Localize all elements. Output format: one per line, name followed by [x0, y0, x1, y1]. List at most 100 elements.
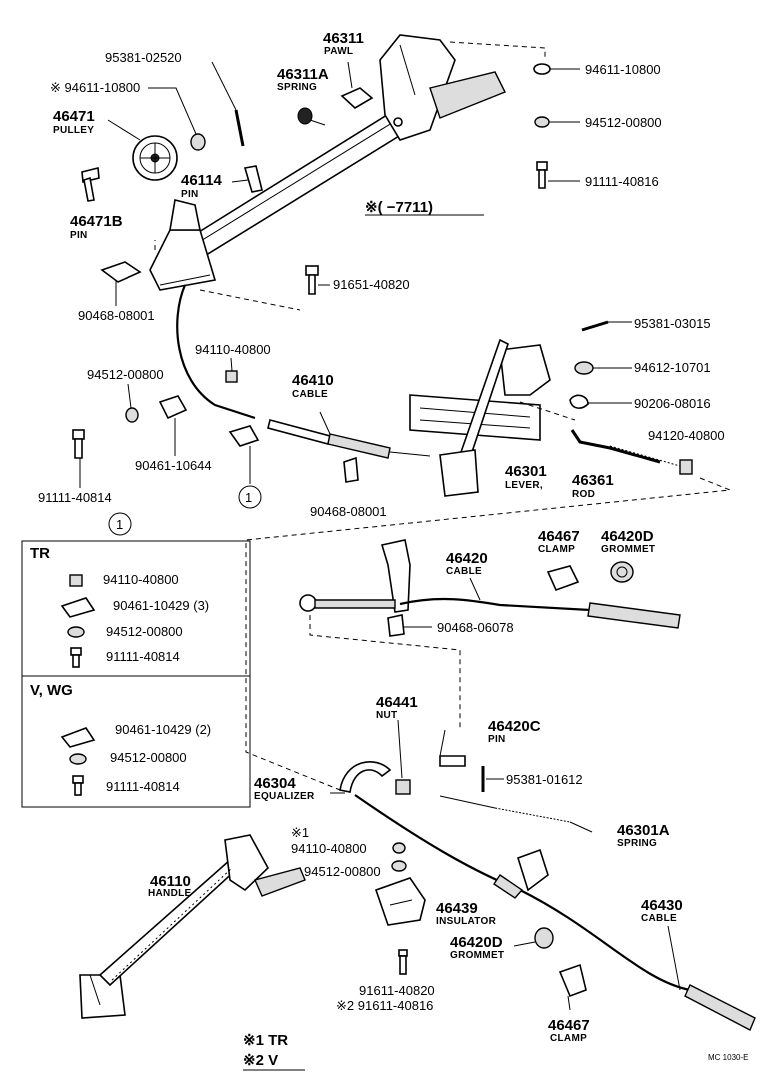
clip-circle-ref	[228, 425, 262, 509]
label-90206-08016: 90206-08016	[634, 396, 711, 411]
label-46301-num: 46301	[505, 463, 547, 480]
insulator-46439	[374, 877, 426, 926]
label-46471-num: 46471	[53, 108, 95, 125]
washer-94612-10701	[574, 361, 632, 375]
clamp-90461-10644	[158, 395, 188, 456]
label-94110-40800-note1: 94110-40800	[291, 841, 367, 856]
label-95381-02520: 95381-02520	[105, 50, 182, 65]
label-46311-num: 46311	[323, 30, 364, 47]
label-serial-note: ※( −7711)	[365, 199, 433, 216]
inset-tr-item-3: 94512-00800	[106, 624, 183, 639]
pawl-part	[340, 61, 374, 109]
label-46311A-num: 46311A	[277, 66, 329, 83]
clamp-46467-low	[558, 963, 587, 1011]
labels: 46311 PAWL 95381-02520 ※ 94611-10800 463…	[30, 30, 748, 1071]
label-46439-name: INSULATOR	[436, 916, 497, 927]
label-46467-low-num: 46467	[548, 1017, 590, 1034]
inset-vwg-item-1: 90461-10429 (2)	[115, 722, 211, 737]
inset-vwg-item-3: 91111-40814	[106, 779, 180, 794]
label-46420C-num: 46420C	[488, 718, 541, 735]
label-46467-top-name: CLAMP	[538, 544, 575, 555]
clip-90468-08001-b	[343, 456, 359, 483]
dash-bolt-91651	[199, 289, 301, 311]
label-46430-name: CABLE	[641, 913, 677, 924]
handle-46110	[79, 834, 306, 1019]
label-46301-name: LEVER,	[505, 480, 543, 491]
label-94611-10800: 94611-10800	[585, 62, 661, 77]
label-46311-name: PAWL	[324, 46, 353, 57]
nut-94110-40800	[225, 357, 238, 383]
nut-46441	[395, 719, 411, 795]
label-94512-00800-low: 94512-00800	[304, 864, 381, 879]
cable-46430	[354, 794, 756, 1031]
label-46410-num: 46410	[292, 372, 334, 389]
dash-to-equalizer	[245, 477, 731, 791]
label-46420D-low-name: GROMMET	[450, 950, 504, 961]
grommet-46420D-top	[610, 561, 634, 583]
inset-tr-item-4: 91111-40814	[106, 649, 180, 664]
clip-90468-08001-a	[100, 261, 142, 306]
pin-46471B	[81, 166, 100, 202]
label-46301A-name: SPRING	[617, 838, 657, 849]
label-90461-10644: 90461-10644	[135, 458, 212, 473]
label-46114-num: 46114	[181, 172, 223, 189]
pin-46114	[231, 165, 263, 193]
label-91111-40816: 91111-40816	[585, 174, 659, 189]
label-91611-40816: ※2 91611-40816	[336, 998, 433, 1013]
pin-95381-01612	[481, 766, 504, 792]
label-46439-num: 46439	[436, 900, 478, 917]
clamp-46467-top	[546, 565, 580, 592]
pulley-46471	[107, 119, 178, 181]
dash-lever	[519, 401, 576, 421]
pin-95381-03015	[581, 320, 632, 332]
label-94110-40800: 94110-40800	[195, 342, 271, 357]
spring-46311A	[297, 107, 326, 126]
label-46467-low-name: CLAMP	[550, 1033, 587, 1044]
label-46471-name: PULLEY	[53, 125, 94, 136]
parking-brake-lever-assembly	[149, 34, 506, 420]
pin-46420C	[439, 729, 466, 767]
bolt-91611-40820	[398, 949, 408, 975]
label-46420D-top-name: GROMMET	[601, 544, 655, 555]
label-circle-ref: 1	[245, 490, 252, 505]
label-46420C-name: PIN	[488, 734, 506, 745]
diagram-code: MC 1030-E	[708, 1053, 748, 1062]
label-94512-00800-mid: 94512-00800	[87, 367, 164, 382]
washer-94611-10800	[533, 63, 580, 75]
nut-94611-10800-star	[148, 87, 206, 151]
dash-cable-loop	[309, 615, 461, 730]
label-46420D-top-num: 46420D	[601, 528, 654, 545]
label-94120-40800: 94120-40800	[648, 428, 725, 443]
label-46471B-num: 46471B	[70, 213, 123, 230]
label-46110-num: 46110	[150, 873, 191, 890]
label-95381-03015: 95381-03015	[634, 316, 711, 331]
label-46420-num: 46420	[446, 550, 488, 567]
grommet-46420D-low	[513, 927, 554, 949]
bolt-91651-40820	[305, 265, 330, 295]
inset-circle-ref: 1	[116, 517, 123, 532]
clip-90468-06078	[387, 614, 432, 637]
bolt-91111-40816	[536, 161, 580, 189]
label-90468-08001-a: 90468-08001	[78, 308, 155, 323]
label-90468-06078: 90468-06078	[437, 620, 514, 635]
bolt-91111-40814	[72, 429, 85, 488]
label-46361-name: ROD	[572, 489, 595, 500]
nut-94110-40800-note1	[392, 842, 406, 854]
inset-vwg-item-2: 94512-00800	[110, 750, 187, 765]
label-46311A-name: SPRING	[277, 82, 317, 93]
legend-note2: ※2 V	[243, 1052, 278, 1069]
inset-box	[21, 512, 251, 808]
lever-46301	[409, 338, 551, 497]
label-91651-40820: 91651-40820	[333, 277, 410, 292]
label-46420-name: CABLE	[446, 566, 482, 577]
washer-94512-00800-low	[391, 860, 407, 872]
washer-94512-00800-top	[534, 116, 580, 128]
label-46304-name: EQUALIZER	[254, 791, 315, 802]
legend-note1: ※1 TR	[243, 1032, 288, 1049]
label-46430-num: 46430	[641, 897, 683, 914]
equalizer-46304	[330, 761, 392, 794]
label-91611-40820: 91611-40820	[359, 983, 435, 998]
label-46471B-name: PIN	[70, 230, 88, 241]
label-46441-num: 46441	[376, 694, 418, 711]
